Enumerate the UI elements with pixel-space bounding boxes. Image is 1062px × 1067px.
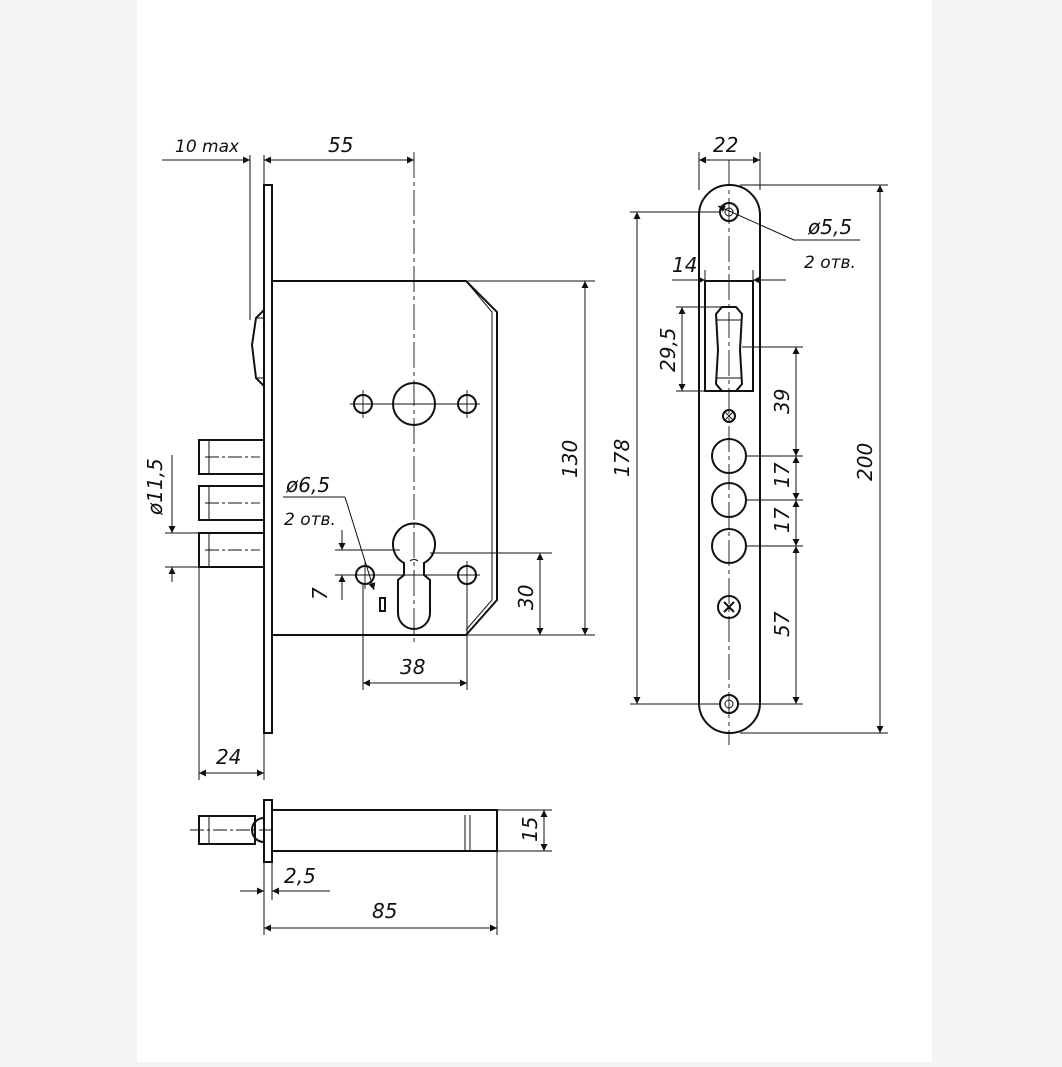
cylinder-cutout [392,522,436,630]
latch-profile [250,309,265,387]
label-39: 39 [770,389,794,414]
cross-screw [717,595,741,619]
label-screw-dia: ø5,5 [807,215,852,239]
top-dimensions: 15 2,5 85 [240,809,552,935]
label-57: 57 [770,611,794,637]
label-30: 30 [514,585,538,610]
label-200: 200 [853,443,877,481]
label-screw-count: 2 отв. [804,253,856,273]
label-2-5: 2,5 [284,864,316,888]
label-85: 85 [372,899,397,923]
deadbolts [198,439,265,568]
top-faceplate [263,799,273,863]
front-view [198,152,498,734]
paper [137,0,932,1062]
top-view [190,799,498,863]
top-latch [251,817,265,843]
lock-body [272,280,498,636]
faceplate-outline [698,184,761,734]
label-14: 14 [672,253,697,277]
label-38: 38 [400,655,425,679]
label-29-5: 29,5 [656,327,680,372]
label-24: 24 [216,745,241,769]
label-bolt-dia: ø11,5 [143,458,167,516]
front-dimensions: 10 max 55 130 30 38 7 ø6,5 2 отв. ø11,5 [143,133,595,780]
top-body [272,809,498,852]
label-130: 130 [558,440,582,478]
label-fix-hole-count: 2 отв. [284,510,336,530]
label-15: 15 [518,817,542,842]
label-17-b: 17 [770,507,794,533]
small-screw [722,409,736,423]
faceplate-view [698,160,761,745]
label-backset: 55 [328,133,353,157]
label-17-a: 17 [770,462,794,488]
label-fix-hole-dia: ø6,5 [285,473,330,497]
latch [714,306,744,392]
faceplate-dimensions: 22 ø5,5 2 отв. 14 29,5 178 200 [610,133,888,734]
label-178: 178 [610,439,634,477]
label-22: 22 [713,133,738,157]
label-7: 7 [308,587,332,600]
label-bolt-max: 10 max [175,137,240,157]
